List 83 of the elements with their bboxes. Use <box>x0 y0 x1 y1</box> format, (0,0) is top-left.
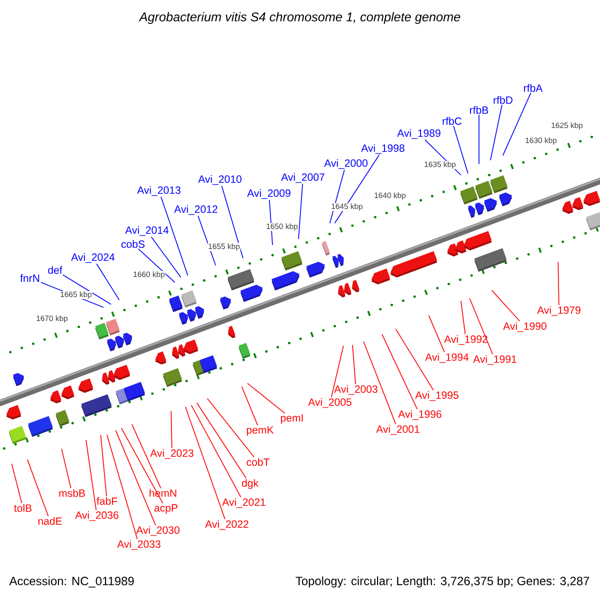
gene-label: Avi_2000 <box>324 159 368 169</box>
gene-label: Avi_2005 <box>308 398 352 408</box>
gene-label: Avi_1979 <box>537 306 580 316</box>
gene-label: cobS <box>121 240 145 248</box>
leader-line <box>395 328 434 391</box>
leader-line <box>247 382 286 414</box>
gene-label: fabF <box>96 497 118 505</box>
leader-line <box>120 428 164 504</box>
gene-label: Avi_1991 <box>473 355 516 365</box>
gene-label: Avi_1992 <box>444 335 488 345</box>
leader-line <box>100 434 107 497</box>
leader-line <box>490 104 502 161</box>
gene-label: cobT <box>246 458 270 466</box>
leader-line <box>502 92 532 156</box>
gene-label: Avi_2023 <box>150 449 194 459</box>
gene-label: acpP <box>154 504 178 514</box>
leader-line <box>61 448 72 489</box>
gene-label: Avi_2033 <box>117 540 160 550</box>
leader-line <box>330 345 344 398</box>
leader-line <box>196 402 247 479</box>
leader-line <box>428 315 445 353</box>
gene-label: Avi_2014 <box>125 226 169 236</box>
gene-label: Avi_2030 <box>136 526 180 536</box>
gene-label: Avi_1995 <box>415 391 458 401</box>
gene-label: rfbD <box>494 96 512 104</box>
leader-line <box>11 463 22 504</box>
gene-label: dgk <box>242 479 259 489</box>
gene-label: pemI <box>280 414 303 424</box>
leader-line <box>352 344 356 385</box>
title: Agrobacterium vitis S4 chromosome 1, complete genome <box>138 12 460 24</box>
leader-line <box>453 125 468 174</box>
gene-label: Avi_2013 <box>137 186 180 196</box>
leader-line <box>184 406 226 520</box>
gene-label: pemK <box>246 426 274 436</box>
gene-label: fnrN <box>20 274 40 282</box>
leader-line <box>150 236 182 278</box>
leader-line <box>334 154 380 224</box>
gene-label: Avi_2022 <box>205 520 248 530</box>
leader-line <box>558 262 560 306</box>
leader-line <box>478 114 480 164</box>
leader-line <box>206 398 255 458</box>
leader-line <box>86 440 97 511</box>
leader-line <box>241 386 258 426</box>
leader-line <box>26 459 49 517</box>
leader-line <box>363 341 396 425</box>
gene-label: rfbC <box>442 117 462 125</box>
gene-label: Avi_1998 <box>361 144 404 154</box>
leader-line <box>106 434 138 540</box>
accession-text: Accession: NC_011989 <box>9 576 134 588</box>
leader-line <box>138 248 176 283</box>
gene-label: Avi_1994 <box>425 353 469 363</box>
gene-label: Avi_2001 <box>376 425 420 435</box>
gene-label: Avi_2012 <box>174 205 218 215</box>
leader-line <box>160 196 188 276</box>
leader-line <box>96 263 120 300</box>
leader-line <box>115 430 156 526</box>
leader-line <box>298 183 303 240</box>
leader-line <box>382 334 418 410</box>
leader-line <box>491 290 520 322</box>
gene-label: Avi_2003 <box>334 385 378 395</box>
leader-line <box>460 300 466 335</box>
leader-line <box>221 185 244 259</box>
gene-label: def <box>48 266 62 274</box>
gene-label: Avi_2009 <box>247 189 290 199</box>
gene-label: Avi_2021 <box>222 498 266 508</box>
gene-label: Avi_2007 <box>281 173 324 183</box>
gene-label: Avi_2010 <box>198 175 242 185</box>
gene-label: rfbB <box>470 106 488 114</box>
gene-label: Avi_2024 <box>71 253 115 263</box>
leader-line <box>170 410 172 449</box>
gene-label: nadE <box>38 517 62 525</box>
leader-line <box>62 274 112 305</box>
leader-line <box>190 404 242 498</box>
leader-line <box>469 298 494 355</box>
gene-label: rfbA <box>524 84 543 92</box>
gene-label: Avi_1989 <box>397 129 440 139</box>
gene-label: Avi_1996 <box>398 410 442 420</box>
gene-label: Avi_2036 <box>75 511 118 521</box>
gene-label: msbB <box>59 489 85 497</box>
gene-label: tolB <box>14 504 32 512</box>
genome-info-text: Topology: circular; Length: 3,726,375 bp; Genes: 3,287 <box>296 576 590 588</box>
leader-line <box>131 424 162 489</box>
gene-label: Avi_1990 <box>503 322 546 332</box>
